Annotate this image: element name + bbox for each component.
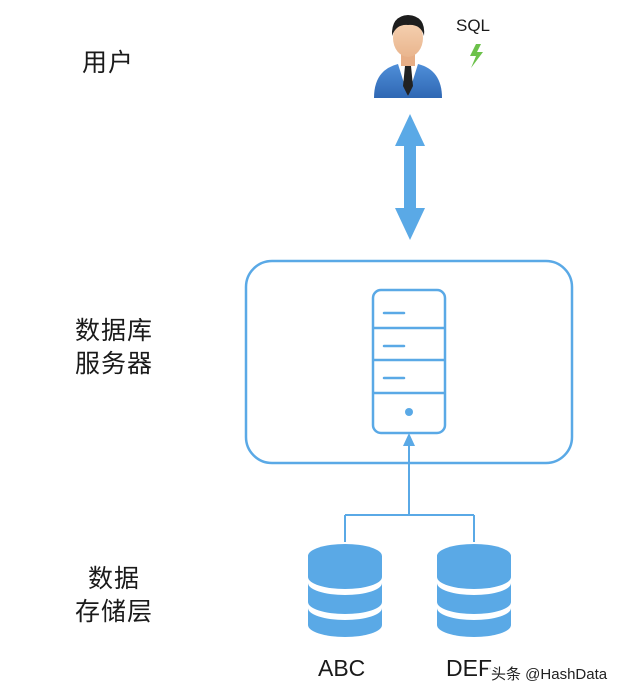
- bidirectional-arrow: [395, 114, 425, 240]
- user-avatar-icon: [374, 15, 442, 98]
- storage-label-line2: 存储层: [74, 597, 153, 626]
- database-label-abc: ABC: [318, 655, 366, 681]
- connector-arrowhead: [403, 433, 415, 446]
- database-server-layer-label: 数据库 服务器: [64, 314, 164, 380]
- watermark: 头条 @HashData: [488, 662, 611, 685]
- data-storage-layer-label: 数据 存储层: [64, 562, 164, 628]
- storage-label-line1: 数据: [87, 564, 140, 593]
- database-label-def: DEF: [446, 655, 492, 681]
- server-icon: [371, 288, 447, 435]
- server-label-line1: 数据库: [74, 316, 153, 345]
- storage-connector: [344, 445, 475, 542]
- user-layer-label: 用户: [58, 46, 158, 79]
- database-icon-def: [437, 544, 511, 637]
- database-icon-abc: [308, 544, 382, 637]
- server-label-line2: 服务器: [74, 349, 153, 378]
- user-layer-label-text: 用户: [81, 48, 134, 77]
- lightning-bolt-icon: [470, 44, 483, 68]
- sql-label: SQL: [456, 16, 491, 35]
